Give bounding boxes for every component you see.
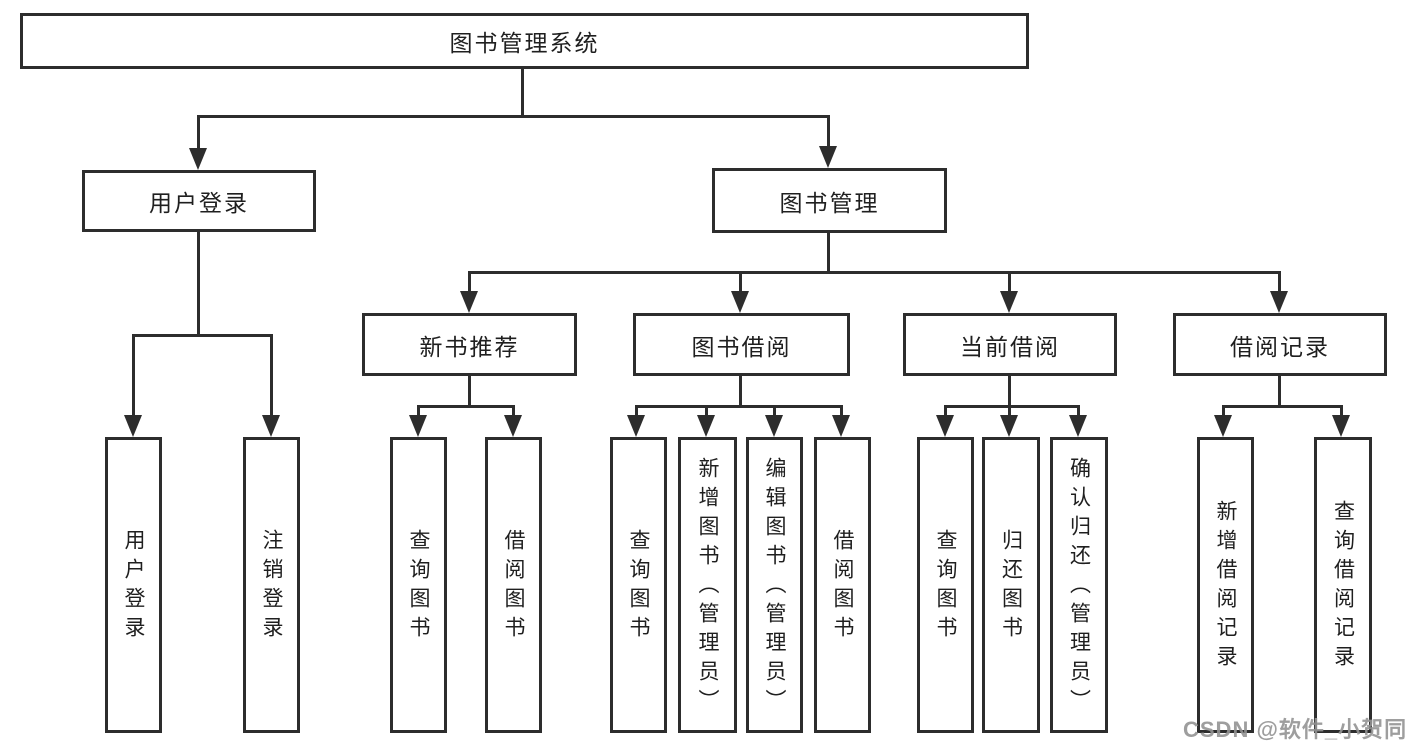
connector-line <box>705 405 708 418</box>
connector-line <box>1077 405 1080 418</box>
connector-line <box>132 334 135 417</box>
leaf-add-borrow-record: 新增借阅记录 <box>1197 437 1254 733</box>
connector-line <box>739 271 742 293</box>
connector-line <box>1008 271 1011 293</box>
connector-line <box>739 376 742 407</box>
arrow-down-icon <box>504 415 522 437</box>
leaf-query-borrow-record: 查询借阅记录 <box>1314 437 1372 733</box>
node-user-login: 用户登录 <box>82 170 316 232</box>
node-borrow-records: 借阅记录 <box>1173 313 1387 376</box>
leaf-add-books-admin: 新增图书（管理员） <box>678 437 737 733</box>
connector-line <box>827 233 830 273</box>
connector-line <box>635 405 843 408</box>
connector-line <box>1222 405 1225 418</box>
arrow-down-icon <box>731 291 749 313</box>
arrow-down-icon <box>1000 291 1018 313</box>
connector-line <box>197 232 200 336</box>
connector-line <box>1340 405 1343 418</box>
leaf-confirm-return-admin: 确认归还（管理员） <box>1050 437 1108 733</box>
arrow-down-icon <box>124 415 142 437</box>
node-book-management: 图书管理 <box>712 168 947 233</box>
connector-line <box>840 405 843 418</box>
leaf-query-books-2: 查询图书 <box>610 437 667 733</box>
arrow-down-icon <box>819 146 837 168</box>
connector-line <box>270 334 273 417</box>
leaf-edit-books-admin: 编辑图书（管理员） <box>746 437 803 733</box>
leaf-user-login: 用户登录 <box>105 437 162 733</box>
arrow-down-icon <box>460 291 478 313</box>
arrow-down-icon <box>1069 415 1087 437</box>
node-current-borrow: 当前借阅 <box>903 313 1117 376</box>
node-book-borrow: 图书借阅 <box>633 313 850 376</box>
leaf-logout-login: 注销登录 <box>243 437 300 733</box>
arrow-down-icon <box>627 415 645 437</box>
connector-line <box>197 115 200 150</box>
connector-line <box>512 405 515 418</box>
connector-line <box>417 405 515 408</box>
node-root: 图书管理系统 <box>20 13 1029 69</box>
arrow-down-icon <box>409 415 427 437</box>
connector-line <box>197 115 829 118</box>
connector-line <box>944 405 1080 408</box>
connector-line <box>1278 271 1281 293</box>
arrow-down-icon <box>1214 415 1232 437</box>
connector-line <box>521 69 524 117</box>
leaf-query-books-3: 查询图书 <box>917 437 974 733</box>
connector-line <box>944 405 947 418</box>
node-new-book-recommend: 新书推荐 <box>362 313 577 376</box>
connector-line <box>1278 376 1281 407</box>
arrow-down-icon <box>1270 291 1288 313</box>
arrow-down-icon <box>765 415 783 437</box>
connector-line <box>1008 405 1011 418</box>
watermark: CSDN @软件_小贺同学 <box>1183 717 1405 742</box>
connector-line <box>132 334 273 337</box>
leaf-query-books-1: 查询图书 <box>390 437 447 733</box>
leaf-borrow-books-2: 借阅图书 <box>814 437 871 733</box>
connector-line <box>468 376 471 407</box>
arrow-down-icon <box>1332 415 1350 437</box>
arrow-down-icon <box>697 415 715 437</box>
leaf-borrow-books-1: 借阅图书 <box>485 437 542 733</box>
connector-line <box>468 271 471 293</box>
leaf-return-books: 归还图书 <box>982 437 1040 733</box>
arrow-down-icon <box>189 148 207 170</box>
arrow-down-icon <box>262 415 280 437</box>
arrow-down-icon <box>936 415 954 437</box>
connector-line <box>1008 376 1011 407</box>
connector-line <box>1222 405 1343 408</box>
connector-line <box>417 405 420 418</box>
arrow-down-icon <box>832 415 850 437</box>
connector-line <box>773 405 776 418</box>
arrow-down-icon <box>1000 415 1018 437</box>
connector-line <box>827 115 830 148</box>
connector-line <box>468 271 1281 274</box>
connector-line <box>635 405 638 418</box>
